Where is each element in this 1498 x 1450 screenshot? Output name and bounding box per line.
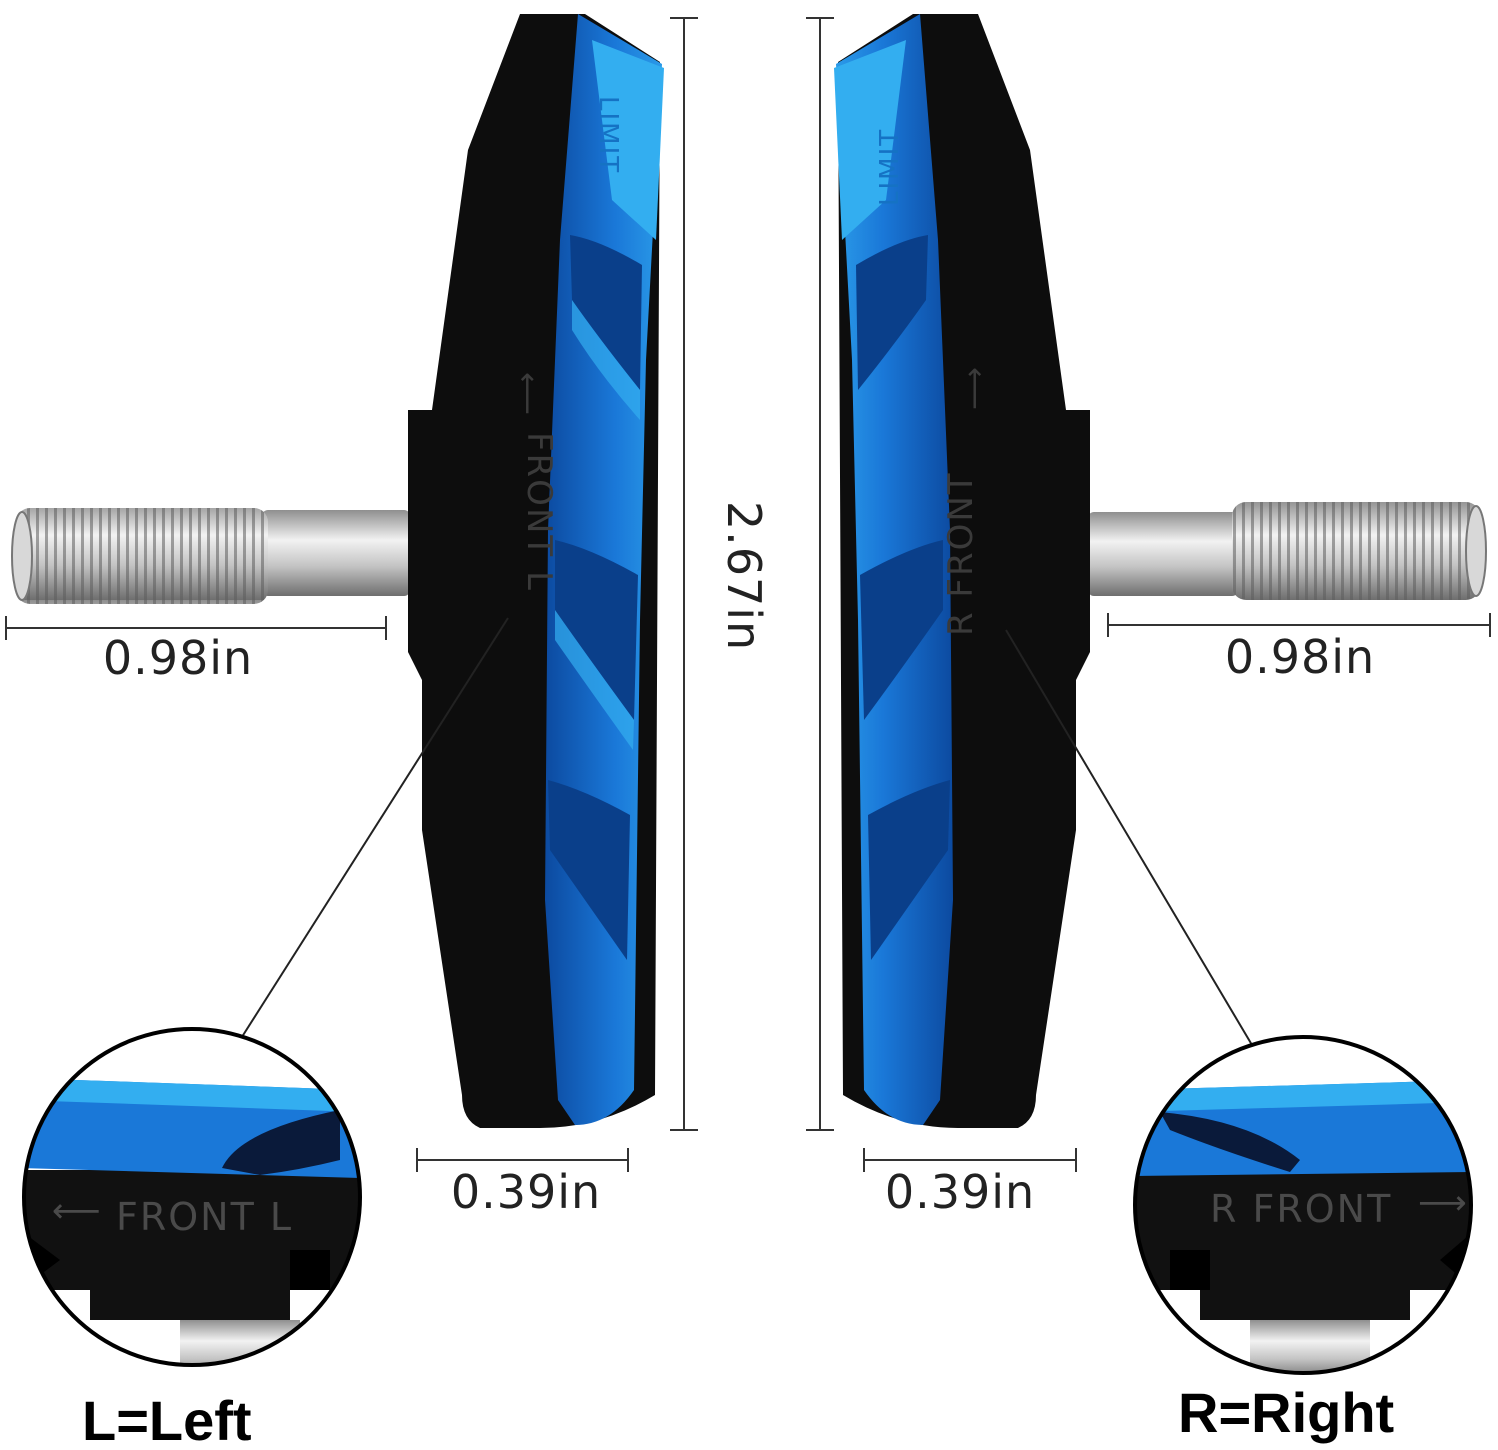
right-zoom-text: R FRONT: [1210, 1187, 1392, 1231]
arrow-right-icon: ⟶: [1418, 1183, 1467, 1223]
right-zoom-inset: R FRONT ⟶: [1133, 1035, 1473, 1375]
left-threaded-stud: [11, 508, 410, 604]
left-groove-3: [548, 780, 630, 960]
right-brake-pad: R FRONT ⟶ LIMIT: [834, 14, 1487, 1128]
dimension-pad-height-left: [670, 17, 698, 1131]
left-groove-2: [555, 540, 638, 720]
dimension-right-stud: [1107, 613, 1491, 637]
arrow-right-icon: ⟶: [957, 367, 992, 410]
arrow-left-icon: ⟵: [52, 1191, 101, 1231]
right-leader-line: [1005, 629, 1253, 1046]
right-front-label: R FRONT: [941, 471, 981, 636]
arrow-left-icon: ⟵: [510, 372, 545, 415]
right-legend: R=Right: [1178, 1381, 1394, 1444]
left-pad-width-label: 0.39in: [451, 1165, 601, 1219]
left-legend: L=Left: [82, 1389, 252, 1450]
right-stud-length-label: 0.98in: [1225, 630, 1375, 684]
right-groove-3: [868, 780, 950, 960]
right-limit-label: LIMIT: [875, 128, 905, 206]
left-groove-1: [570, 235, 642, 390]
right-pad-width-label: 0.39in: [885, 1165, 1035, 1219]
left-limit-label: LIMIT: [593, 96, 623, 174]
left-stud-length-label: 0.98in: [103, 631, 253, 685]
left-zoom-inset: ⟵ FRONT L: [22, 1027, 362, 1367]
left-zoom-text: FRONT L: [116, 1195, 293, 1239]
left-leader-line: [239, 617, 509, 1041]
dimension-left-width: [416, 1148, 629, 1172]
right-groove-2: [860, 540, 943, 720]
dimension-pad-height-right: [806, 17, 834, 1131]
left-brake-pad: FRONT L ⟵ LIMIT: [11, 14, 664, 1128]
right-groove-1: [856, 235, 928, 390]
right-threaded-stud: [1088, 502, 1487, 600]
pad-height-label: 2.67in: [717, 501, 771, 651]
dimension-right-width: [863, 1148, 1077, 1172]
dimension-left-stud: [5, 616, 387, 640]
left-front-label: FRONT L: [519, 432, 559, 592]
